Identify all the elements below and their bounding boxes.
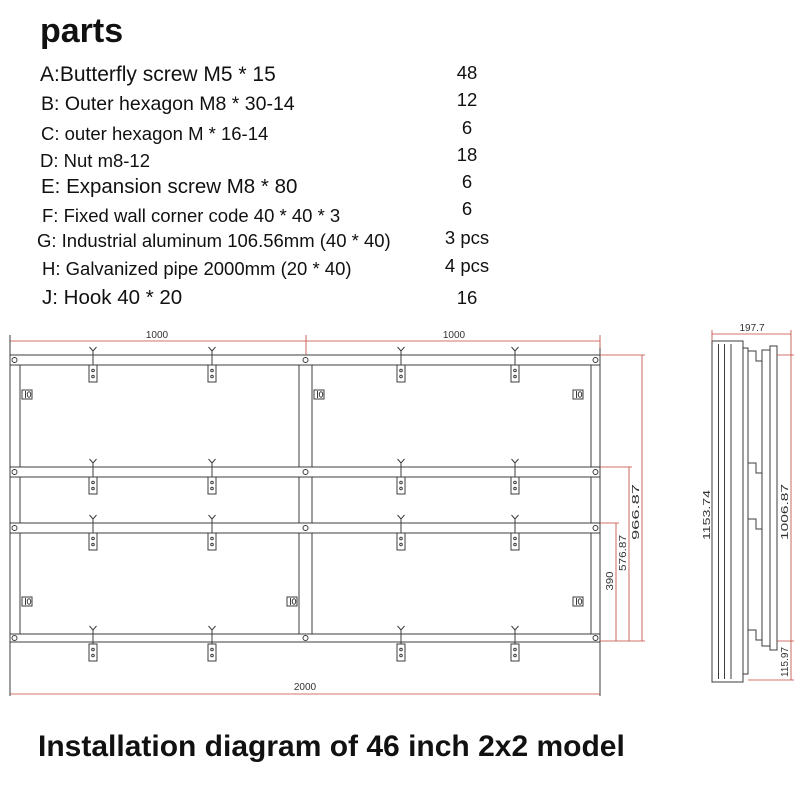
- part-quantity: 18: [456, 144, 478, 165]
- hook: [88, 346, 98, 383]
- dim-label-height-3: 390: [605, 571, 616, 590]
- side-hook-step: [748, 462, 762, 474]
- dim-label-height-2: 576.87: [618, 534, 629, 571]
- side-view: [711, 340, 778, 683]
- hook: [88, 514, 98, 551]
- dim-label-left-width: 1000: [146, 330, 169, 341]
- part-label: H: Galvanized pipe 2000mm (20 * 40): [42, 258, 352, 279]
- wall-corner-bracket: [572, 389, 584, 400]
- bolt: [592, 357, 599, 363]
- dim-label-mount-height: 1006.87: [780, 483, 791, 540]
- wall-corner-bracket: [21, 596, 33, 607]
- corner-brackets: [21, 389, 584, 607]
- part-quantity: 12: [456, 89, 478, 110]
- part-label: E: Expansion screw M8 * 80: [41, 175, 298, 198]
- part-label: D: Nut m8-12: [40, 150, 151, 171]
- part-quantity: 4 pcs: [444, 255, 490, 276]
- hook: [510, 514, 520, 551]
- bolt: [302, 357, 309, 363]
- dim-label-bottom-offset: 115.97: [780, 647, 791, 677]
- part-label: J: Hook 40 * 20: [42, 286, 183, 309]
- hook: [396, 625, 406, 662]
- hook: [510, 458, 520, 495]
- wall-corner-bracket: [572, 596, 584, 607]
- part-label: F: Fixed wall corner code 40 * 40 * 3: [42, 205, 341, 226]
- hook: [396, 458, 406, 495]
- side-hook-step: [748, 518, 762, 530]
- bolt: [592, 635, 599, 641]
- hook: [207, 625, 217, 662]
- dim-label-right-width: 1000: [443, 330, 466, 341]
- part-quantity: 48: [456, 62, 478, 83]
- part-label: C: outer hexagon M * 16-14: [41, 123, 269, 144]
- dim-label-total-height: 1153.74: [702, 489, 713, 540]
- side-mounting-plate: [742, 347, 749, 675]
- hook: [510, 346, 520, 383]
- part-label: A:Butterfly screw M5 * 15: [40, 63, 276, 86]
- hook: [207, 458, 217, 495]
- top-rail: [9, 354, 601, 366]
- bolt: [302, 469, 309, 475]
- bolt: [592, 469, 599, 475]
- wall-corner-bracket: [21, 389, 33, 400]
- side-panel-stack: [711, 340, 744, 683]
- part-label: B: Outer hexagon M8 * 30-14: [41, 93, 295, 115]
- part-quantity: 16: [456, 287, 478, 308]
- side-hook-step: [748, 350, 762, 362]
- part-label: G: Industrial aluminum 106.56mm (40 * 40…: [37, 230, 391, 251]
- part-quantity: 6: [461, 171, 473, 192]
- dim-label-height-1: 966.87: [631, 483, 642, 540]
- parts-title: parts: [40, 12, 124, 50]
- hook: [88, 458, 98, 495]
- bolt: [302, 635, 309, 641]
- third-rail: [9, 522, 601, 534]
- hook: [510, 625, 520, 662]
- bottom-rail: [9, 633, 601, 643]
- hook: [88, 625, 98, 662]
- bolt: [11, 469, 18, 475]
- hook: [396, 346, 406, 383]
- hooks: [88, 346, 520, 662]
- bolt: [11, 357, 18, 363]
- bolt: [11, 525, 18, 531]
- side-post-profile: [761, 349, 771, 647]
- wall-corner-bracket: [313, 389, 325, 400]
- side-dimensions: 197.7 1153.74 1006.87 115.97: [702, 323, 794, 681]
- bolt: [11, 635, 18, 641]
- hook: [396, 514, 406, 551]
- dim-label-total-width: 2000: [294, 682, 317, 693]
- second-rail: [9, 466, 601, 478]
- part-quantity: 6: [461, 198, 473, 219]
- bolt: [592, 525, 599, 531]
- dim-label-depth: 197.7: [739, 323, 764, 334]
- front-dimensions: 1000 1000 966.87 576.87 390 2000: [10, 330, 645, 695]
- part-quantity: 6: [461, 117, 473, 138]
- side-wall-profile: [769, 345, 778, 651]
- hook: [207, 514, 217, 551]
- bolt: [302, 525, 309, 531]
- part-quantity: 3 pcs: [444, 227, 490, 248]
- diagram-caption: Installation diagram of 46 inch 2x2 mode…: [38, 730, 625, 763]
- hook: [207, 346, 217, 383]
- side-hook-step: [748, 629, 762, 641]
- front-view: [9, 335, 601, 696]
- wall-corner-bracket: [286, 596, 298, 607]
